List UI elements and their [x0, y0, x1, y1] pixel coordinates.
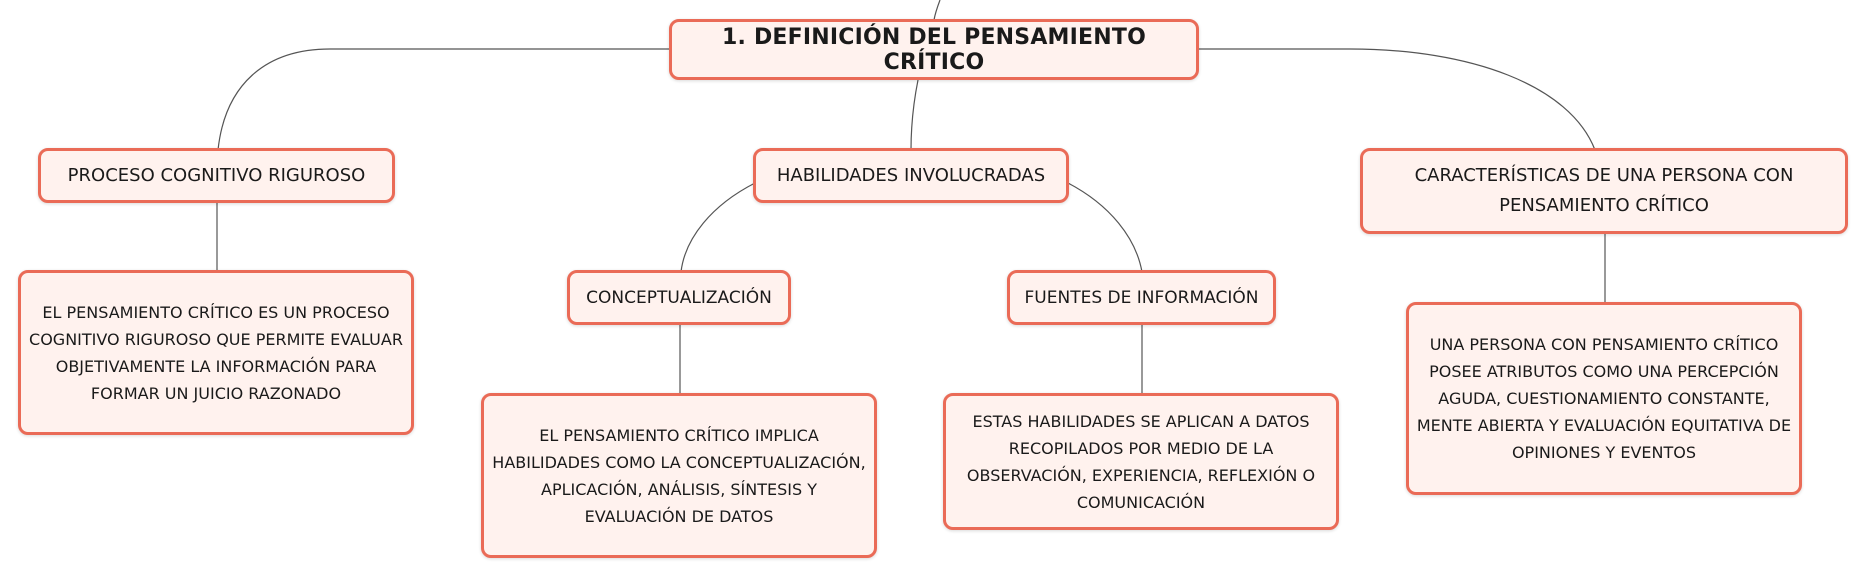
connector-root-to-habilidades — [910, 79, 919, 151]
topic-label: PROCESO COGNITIVO RIGUROSO — [67, 164, 366, 186]
subtopic-label: FUENTES DE INFORMACIÓN — [1024, 287, 1259, 308]
root-node[interactable]: 1. DEFINICIÓN DEL PENSAMIENTO CRÍTICO — [669, 19, 1199, 80]
subtopic-label: CONCEPTUALIZACIÓN — [586, 287, 772, 308]
desc-conceptualizacion[interactable]: EL PENSAMIENTO CRÍTICO IMPLICA HABILIDAD… — [481, 393, 877, 558]
root-label: 1. DEFINICIÓN DEL PENSAMIENTO CRÍTICO — [722, 24, 1146, 75]
desc-text: UNA PERSONA CON PENSAMIENTO CRÍTICO POSE… — [1416, 335, 1792, 462]
topic-label: HABILIDADES INVOLUCRADAS — [776, 164, 1046, 186]
subtopic-fuentes-informacion[interactable]: FUENTES DE INFORMACIÓN — [1007, 270, 1276, 325]
topic-caracteristicas-persona[interactable]: CARACTERÍSTICAS DE UNA PERSONA CON PENSA… — [1360, 148, 1848, 234]
connector-root-to-caracteristicas — [1198, 48, 1596, 151]
desc-fuentes-informacion[interactable]: ESTAS HABILIDADES SE APLICAN A DATOS REC… — [943, 393, 1339, 530]
desc-text: EL PENSAMIENTO CRÍTICO ES UN PROCESO COG… — [29, 302, 403, 403]
topic-habilidades-involucradas[interactable]: HABILIDADES INVOLUCRADAS — [753, 148, 1069, 203]
connector-top — [933, 0, 941, 21]
connector-habilidades-to-conceptualizacion — [680, 182, 756, 273]
desc-text: EL PENSAMIENTO CRÍTICO IMPLICA HABILIDAD… — [492, 425, 866, 526]
desc-text: ESTAS HABILIDADES SE APLICAN A DATOS REC… — [966, 411, 1316, 512]
desc-proceso-cognitivo[interactable]: EL PENSAMIENTO CRÍTICO ES UN PROCESO COG… — [18, 270, 414, 435]
topic-label: CARACTERÍSTICAS DE UNA PERSONA CON PENSA… — [1414, 165, 1794, 216]
desc-caracteristicas-persona[interactable]: UNA PERSONA CON PENSAMIENTO CRÍTICO POSE… — [1406, 302, 1802, 495]
topic-proceso-cognitivo[interactable]: PROCESO COGNITIVO RIGUROSO — [38, 148, 395, 203]
connector-root-to-proceso — [217, 48, 670, 151]
subtopic-conceptualizacion[interactable]: CONCEPTUALIZACIÓN — [567, 270, 791, 325]
connector-habilidades-to-fuentes — [1067, 182, 1143, 273]
